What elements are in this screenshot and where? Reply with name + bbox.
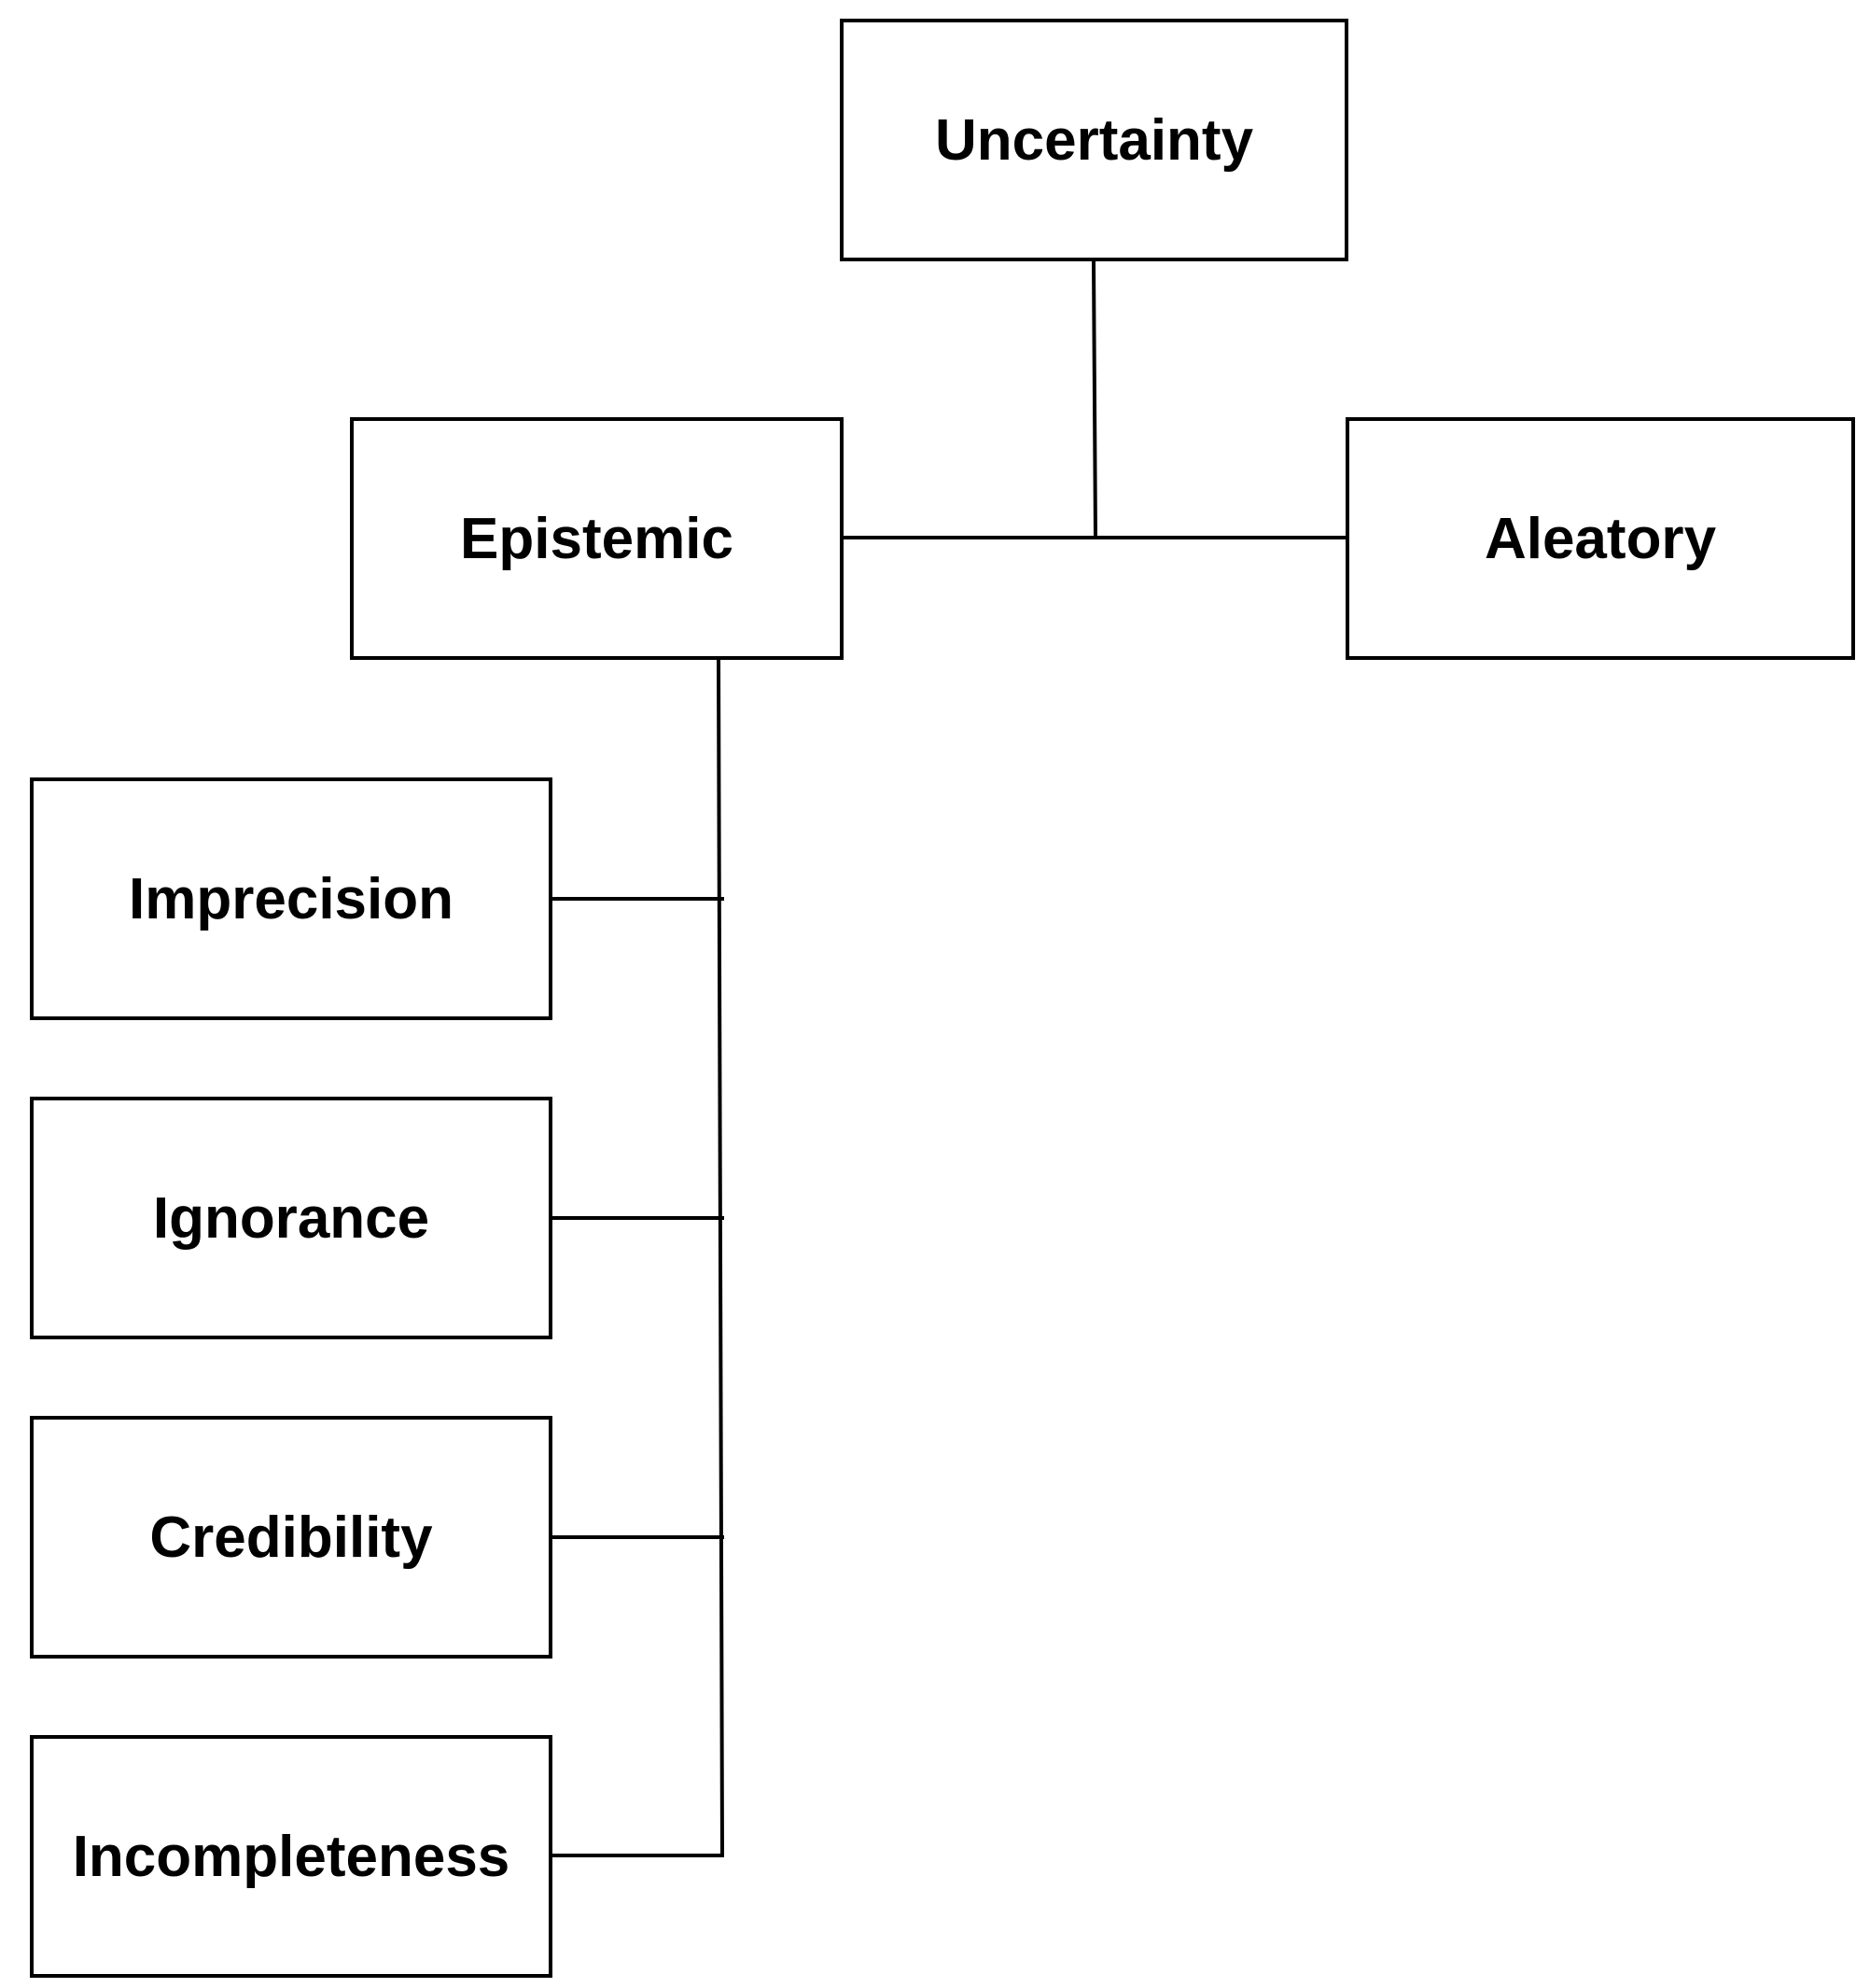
node-ignorance-label: Ignorance (152, 1185, 430, 1251)
node-imprecision: Imprecision (30, 777, 552, 1020)
node-aleatory-label: Aleatory (1484, 506, 1717, 571)
node-incompleteness: Incompleteness (30, 1735, 552, 1978)
node-uncertainty-label: Uncertainty (934, 107, 1254, 173)
node-uncertainty: Uncertainty (840, 19, 1348, 261)
node-credibility: Credibility (30, 1416, 552, 1659)
connector-epistemic-trunk (716, 657, 725, 1858)
connector-root-stem (1091, 259, 1098, 540)
node-epistemic-label: Epistemic (460, 506, 733, 571)
node-aleatory: Aleatory (1346, 417, 1855, 660)
node-incompleteness-label: Incompleteness (72, 1824, 510, 1889)
node-ignorance: Ignorance (30, 1097, 552, 1339)
node-credibility-label: Credibility (149, 1505, 433, 1570)
node-imprecision-label: Imprecision (129, 866, 454, 931)
node-epistemic: Epistemic (350, 417, 844, 660)
